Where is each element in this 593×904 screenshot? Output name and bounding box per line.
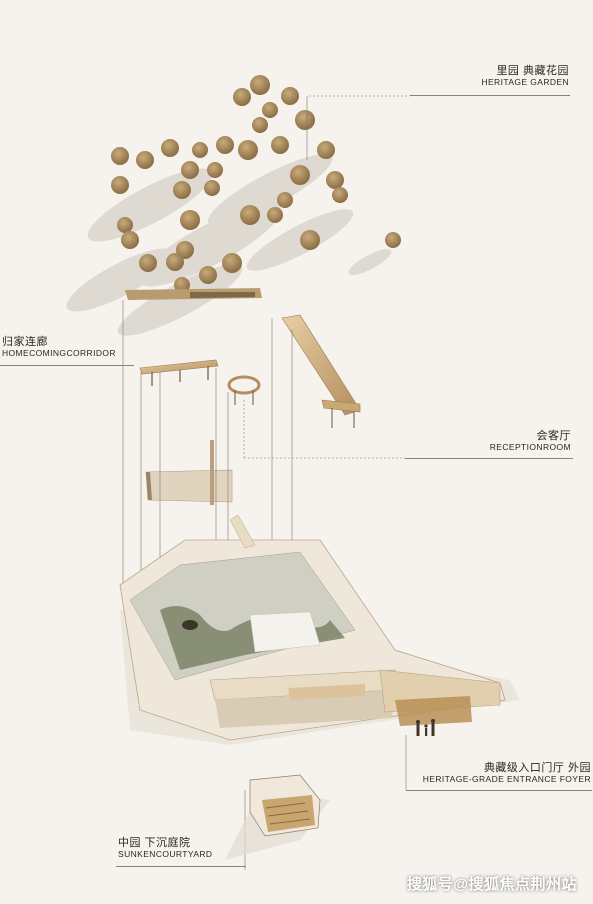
tree-shadows xyxy=(66,154,392,336)
reception-room-canopy xyxy=(281,314,361,428)
people-figures xyxy=(416,719,435,736)
label-reception-room-cn: 会客厅 xyxy=(536,430,571,442)
garden-hedge xyxy=(125,288,262,300)
watermark: 搜狐号@搜狐焦点荆州站 xyxy=(406,876,577,893)
label-homecoming-corridor-en: HOMECOMINGCORRIDOR xyxy=(2,347,116,358)
tree-canopies xyxy=(111,75,401,293)
label-reception-room-en: RECEPTIONROOM xyxy=(489,441,571,452)
homecoming-corridor xyxy=(139,359,219,386)
heritage-garden-layer xyxy=(66,75,401,336)
label-heritage-garden-en: HERITAGE GARDEN xyxy=(481,76,569,87)
sunken-courtyard xyxy=(225,774,330,860)
label-reception-room: 会客厅 RECEPTIONROOM xyxy=(490,430,571,452)
label-homecoming-corridor: 归家连廊 HOMECOMINGCORRIDOR xyxy=(2,336,116,358)
label-entrance-foyer-rule xyxy=(406,790,592,791)
label-sunken-courtyard-rule xyxy=(116,866,246,867)
screen-wall xyxy=(145,440,233,505)
label-sunken-courtyard-en: SUNKENCOURTYARD xyxy=(118,848,213,859)
label-heritage-garden-cn: 里园 典藏花园 xyxy=(496,65,569,77)
label-homecoming-corridor-rule xyxy=(0,365,134,366)
label-entrance-foyer-en: HERITAGE-GRADE ENTRANCE FOYER xyxy=(422,773,591,784)
label-entrance-foyer-cn: 典藏级入口门厅 外园 xyxy=(483,762,591,774)
site-base xyxy=(119,514,520,745)
label-heritage-garden-rule xyxy=(410,95,570,96)
label-homecoming-corridor-cn: 归家连廊 xyxy=(2,336,48,348)
label-reception-room-rule xyxy=(405,458,573,459)
label-heritage-garden: 里园 典藏花园 HERITAGE GARDEN xyxy=(481,65,569,87)
round-pavilion xyxy=(227,375,261,405)
label-sunken-courtyard: 中园 下沉庭院 SUNKENCOURTYARD xyxy=(118,837,212,859)
label-entrance-foyer: 典藏级入口门厅 外园 HERITAGE-GRADE ENTRANCE FOYER xyxy=(423,762,591,784)
label-sunken-courtyard-cn: 中园 下沉庭院 xyxy=(118,837,191,849)
